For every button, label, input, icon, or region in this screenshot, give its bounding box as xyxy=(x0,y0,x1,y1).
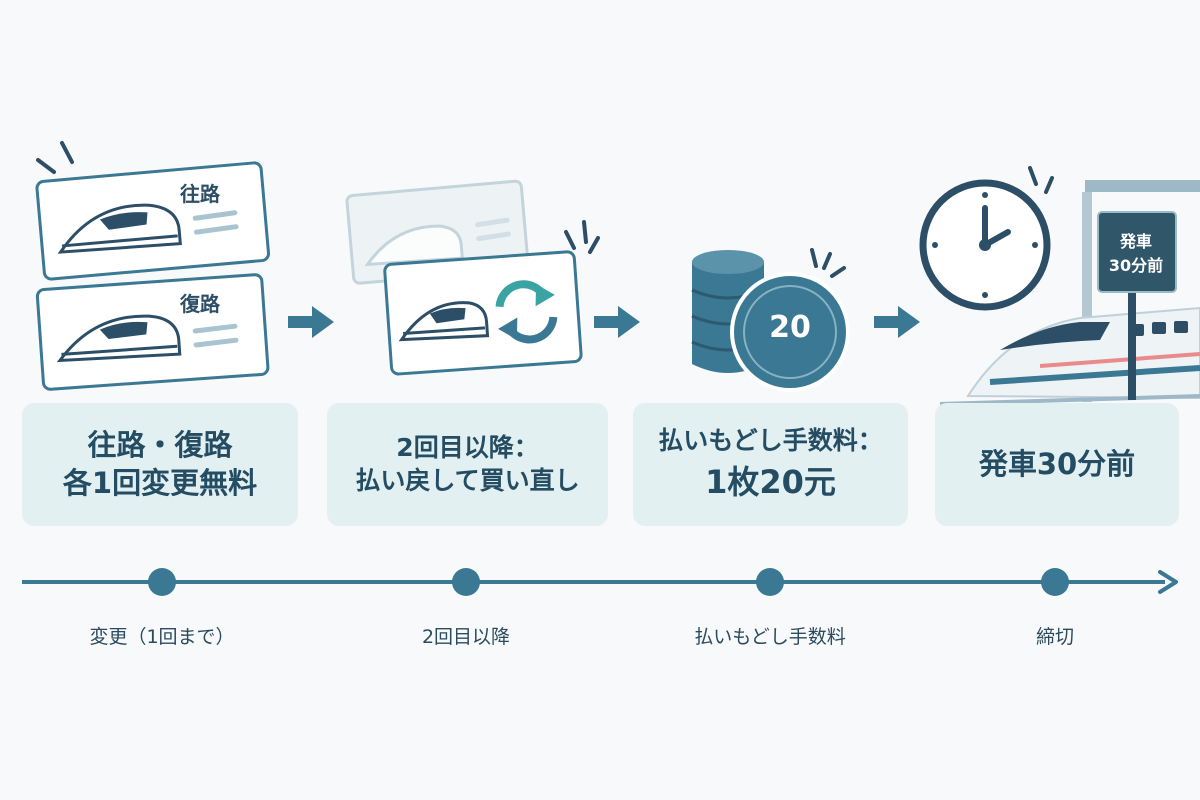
departure-sign xyxy=(1097,211,1177,293)
emphasis-lines-icon xyxy=(810,248,846,278)
card-line1: 払いもどし手数料： xyxy=(658,426,883,456)
card-line2: 各1回変更無料 xyxy=(62,465,258,500)
ticket-outbound-label: 往路 xyxy=(180,182,220,206)
timeline xyxy=(22,568,1178,596)
ticket-outbound-illustration xyxy=(35,141,271,281)
arrow-right-icon xyxy=(594,306,640,338)
emphasis-lines-icon xyxy=(1028,166,1054,194)
departure-illustration xyxy=(919,166,1200,406)
train-icon xyxy=(56,314,182,363)
station-roof xyxy=(1082,180,1200,402)
coin-icon xyxy=(730,272,850,392)
card-line1: 発車30分前 xyxy=(978,446,1136,481)
coin-value: 20 xyxy=(769,310,811,345)
sign-line1: 発車 xyxy=(1119,232,1152,251)
bullet-train-icon xyxy=(939,306,1200,406)
clock-icon xyxy=(919,179,1051,311)
timeline-label-second: 2回目以降 xyxy=(421,626,511,648)
arrow-right-icon xyxy=(874,306,920,338)
coin-stack-illustration xyxy=(691,248,850,392)
card-line2: 払い戻して買い直し xyxy=(355,465,580,495)
card-line1: 往路・復路 xyxy=(87,427,233,462)
emphasis-lines-icon xyxy=(36,141,74,174)
ticket-return-illustration xyxy=(35,273,270,391)
emphasis-lines-icon xyxy=(564,220,600,254)
sign-pole xyxy=(1128,290,1136,400)
step-card-free-change: 往路・復路 各1回変更無料 xyxy=(22,403,298,526)
ticket-return-label: 復路 xyxy=(180,292,220,316)
timeline-label-deadline: 締切 xyxy=(1035,626,1075,648)
arrow-right-icon xyxy=(288,306,334,338)
card-line2: 1枚20元 xyxy=(705,462,836,501)
timeline-node xyxy=(452,568,480,596)
sign-line2: 30分前 xyxy=(1108,256,1164,275)
timeline-label-change: 変更（1回まで） xyxy=(89,626,235,648)
timeline-node xyxy=(148,568,176,596)
ticket-rebuy-illustration xyxy=(345,179,600,376)
refresh-icon xyxy=(495,280,558,344)
timeline-node xyxy=(756,568,784,596)
train-icon xyxy=(398,301,490,342)
train-icon xyxy=(57,203,182,254)
step-card-deadline: 発車30分前 xyxy=(935,403,1179,526)
step-card-rebuy: 2回目以降： 払い戻して買い直し xyxy=(327,403,608,526)
step-card-refund-fee: 払いもどし手数料： 1枚20元 xyxy=(633,403,908,526)
timeline-node xyxy=(1041,568,1069,596)
timeline-label-refund: 払いもどし手数料 xyxy=(694,626,846,648)
card-line1: 2回目以降： xyxy=(396,433,539,462)
